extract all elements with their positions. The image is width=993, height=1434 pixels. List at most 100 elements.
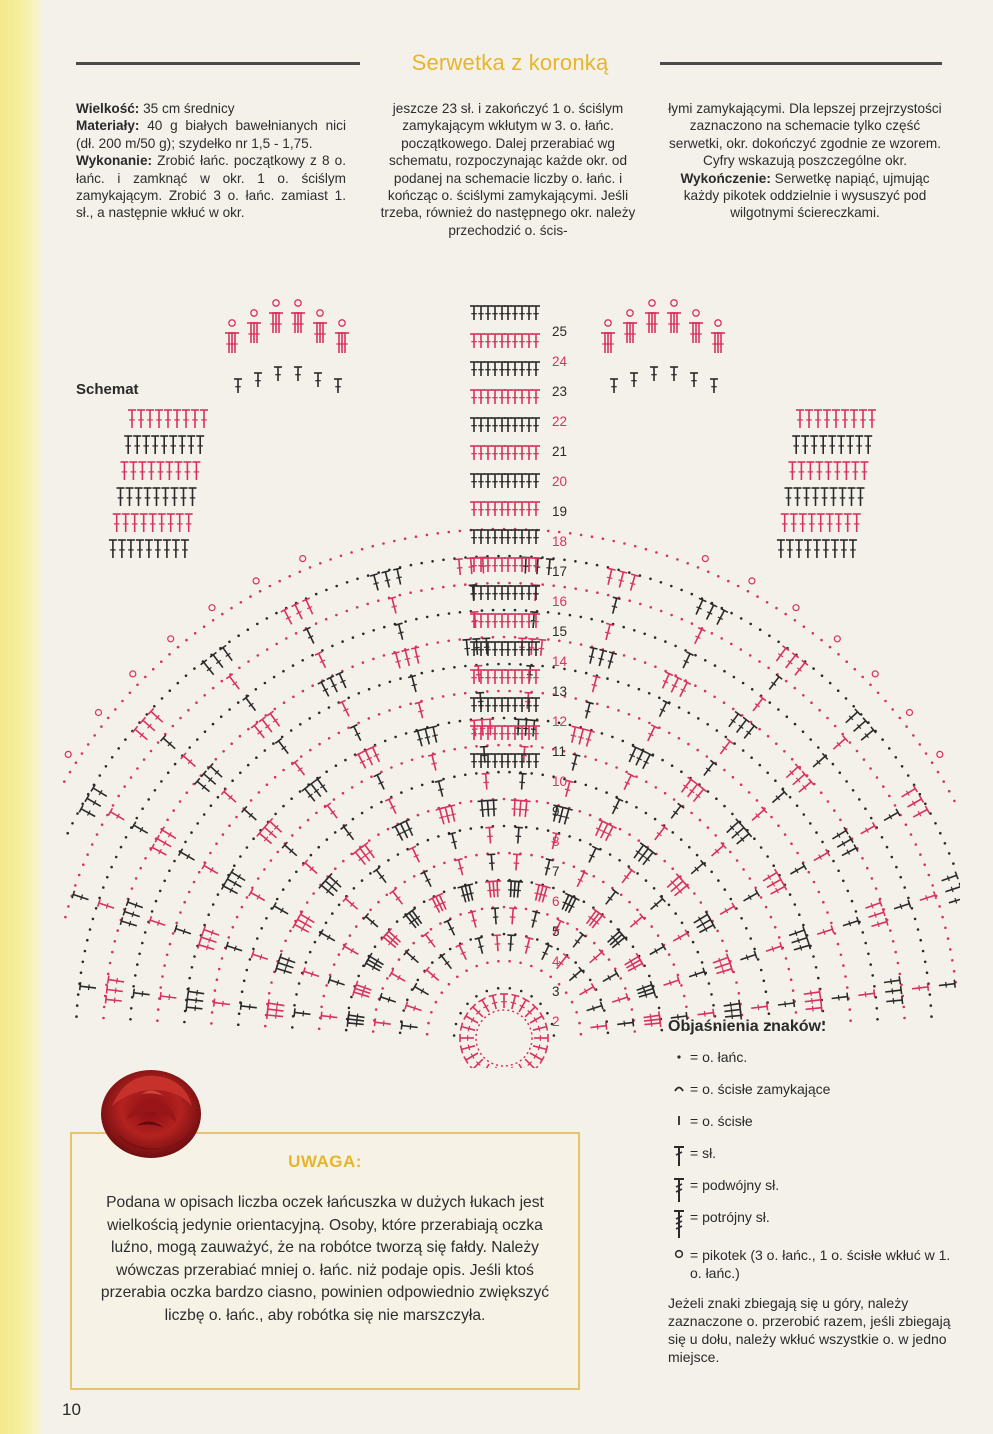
stitch-top [388,969,394,978]
stitch-top [209,651,217,658]
chain-dot [313,940,317,944]
stitch-bar [705,767,711,772]
chain-dot [508,581,511,585]
chain-dot [350,786,354,789]
chain-dot [129,1007,133,1010]
chain-dot [687,742,690,746]
stitch-stem [468,884,474,901]
stitch-bar [208,777,213,783]
chain-dot [486,663,489,666]
chain-dot [644,547,648,551]
chain-dot [132,985,135,988]
stitch-stem [637,987,654,995]
stitch-bar [650,1021,653,1027]
chain-dot [609,920,613,923]
stitch-top [639,959,645,968]
stitch-bar [697,916,702,922]
chain-dot [541,855,544,859]
chain-dot [475,853,478,857]
stitch-stem [156,838,172,848]
chain-dot [318,742,321,746]
stitch-stem [777,1002,794,1006]
chain-dot [802,694,805,697]
stitch-top [361,748,370,754]
stitch-bar [641,984,645,991]
stitch-bar [570,734,577,737]
chain-dot [425,615,429,619]
chain-dot [474,881,478,884]
stitch-top [492,934,501,937]
stitch-bar [147,723,152,729]
stitch-bar [470,1017,475,1023]
picot [228,319,236,327]
chain-dot [928,993,932,996]
stitch-bar [818,854,823,860]
stitch-top [848,835,854,844]
stitch-top [675,873,683,881]
stitch-stem [133,824,149,834]
stitch-top [302,597,311,603]
stitch-bar [206,666,212,672]
stitch-bar [632,964,637,971]
stitch-stem [688,970,705,978]
chain-dot [885,845,889,849]
stitch-stem [320,884,335,897]
chain-dot [716,929,719,933]
chain-dot [812,667,815,670]
stitch-top [414,700,423,705]
stitch-stem [723,1002,740,1007]
chain-dot [627,684,630,687]
stitch-top [522,997,530,1003]
stitch-top [801,659,809,666]
chain-dot [731,775,735,779]
stitch-bar [946,875,950,882]
stitch-top [148,916,153,925]
stitch-stem [465,1052,479,1061]
chain-dot [334,764,338,767]
chain-dot [246,763,250,767]
chain-dot [606,1031,610,1035]
chain-dot [925,971,929,974]
stitch-top [520,745,529,748]
chain-dot [541,746,544,749]
chain-dot [298,570,302,574]
chain-dot [859,713,863,716]
chain-dot [635,806,638,809]
stitch-bar [771,881,776,887]
chain-dot [952,969,956,973]
chain-dot [387,859,390,862]
chain-dot [756,595,759,598]
chain-dot [785,715,789,718]
stitch-top [846,992,849,1001]
stitch-top [131,725,139,734]
chain-dot [904,823,908,826]
stitch-top [225,673,234,680]
chain-dot [453,747,457,751]
chain-dot [568,613,572,617]
chain-dot [239,601,243,604]
chain-dot [907,896,910,900]
chain-dot [513,635,517,639]
stitch-stem [437,781,444,797]
chain-dot [579,615,583,619]
chain-dot [791,989,795,992]
stitch-top [354,751,363,757]
stitch-bar [643,760,649,765]
chain-dot [136,767,139,770]
chain-dot [176,681,180,685]
stitch-top [485,826,494,829]
chain-dot [377,571,381,574]
chain-dot [530,853,533,857]
stitch-stem [480,801,484,818]
chain-dot [861,675,864,679]
stitch-stem [679,682,688,698]
stitch-bar [325,888,331,894]
chain-dot [502,932,506,936]
stitch-top [720,841,727,850]
stitch-stem [317,653,327,669]
chain-dot [703,689,707,693]
chain-dot [429,928,433,931]
chain-dot [836,942,840,946]
chain-dot [288,879,291,882]
chain-dot [777,824,780,827]
